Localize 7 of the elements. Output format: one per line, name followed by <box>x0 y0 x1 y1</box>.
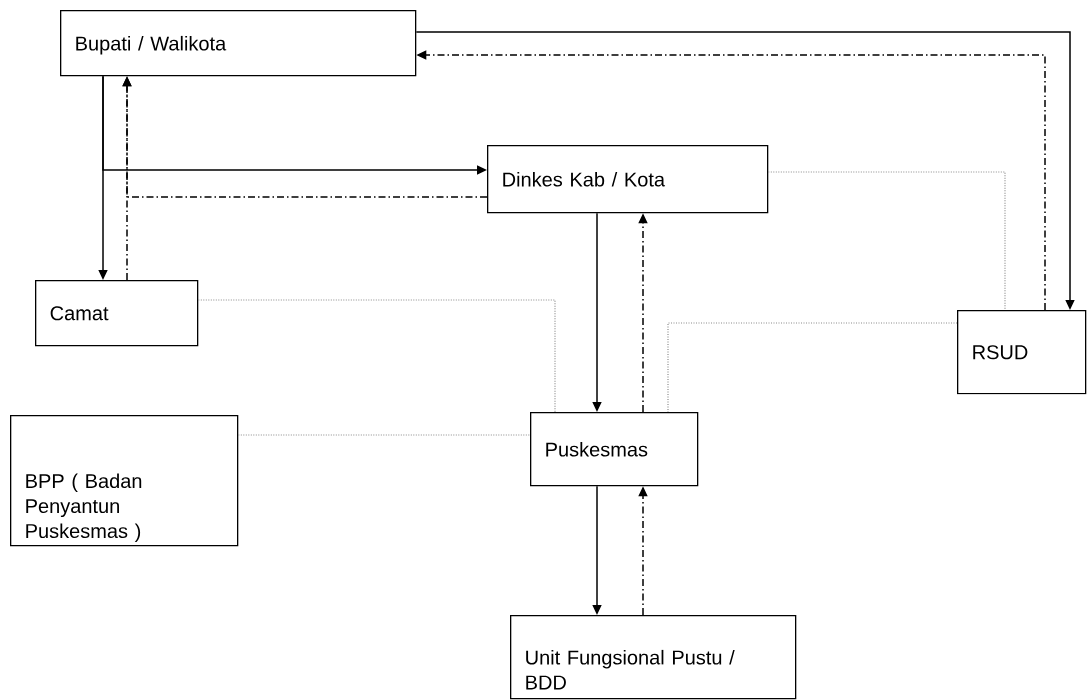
process-box: BPP ( Badan Penyantun Puskesmas ) <box>10 415 239 547</box>
process-box: Unit Fungsional Pustu / BDD <box>510 615 797 700</box>
process-box: Puskesmas <box>530 412 699 487</box>
process-box: RSUD <box>957 310 1087 395</box>
process-box: Bupati / Walikota <box>60 10 417 77</box>
process-box: Dinkes Kab / Kota <box>487 145 769 214</box>
process-box: Camat <box>35 280 199 347</box>
